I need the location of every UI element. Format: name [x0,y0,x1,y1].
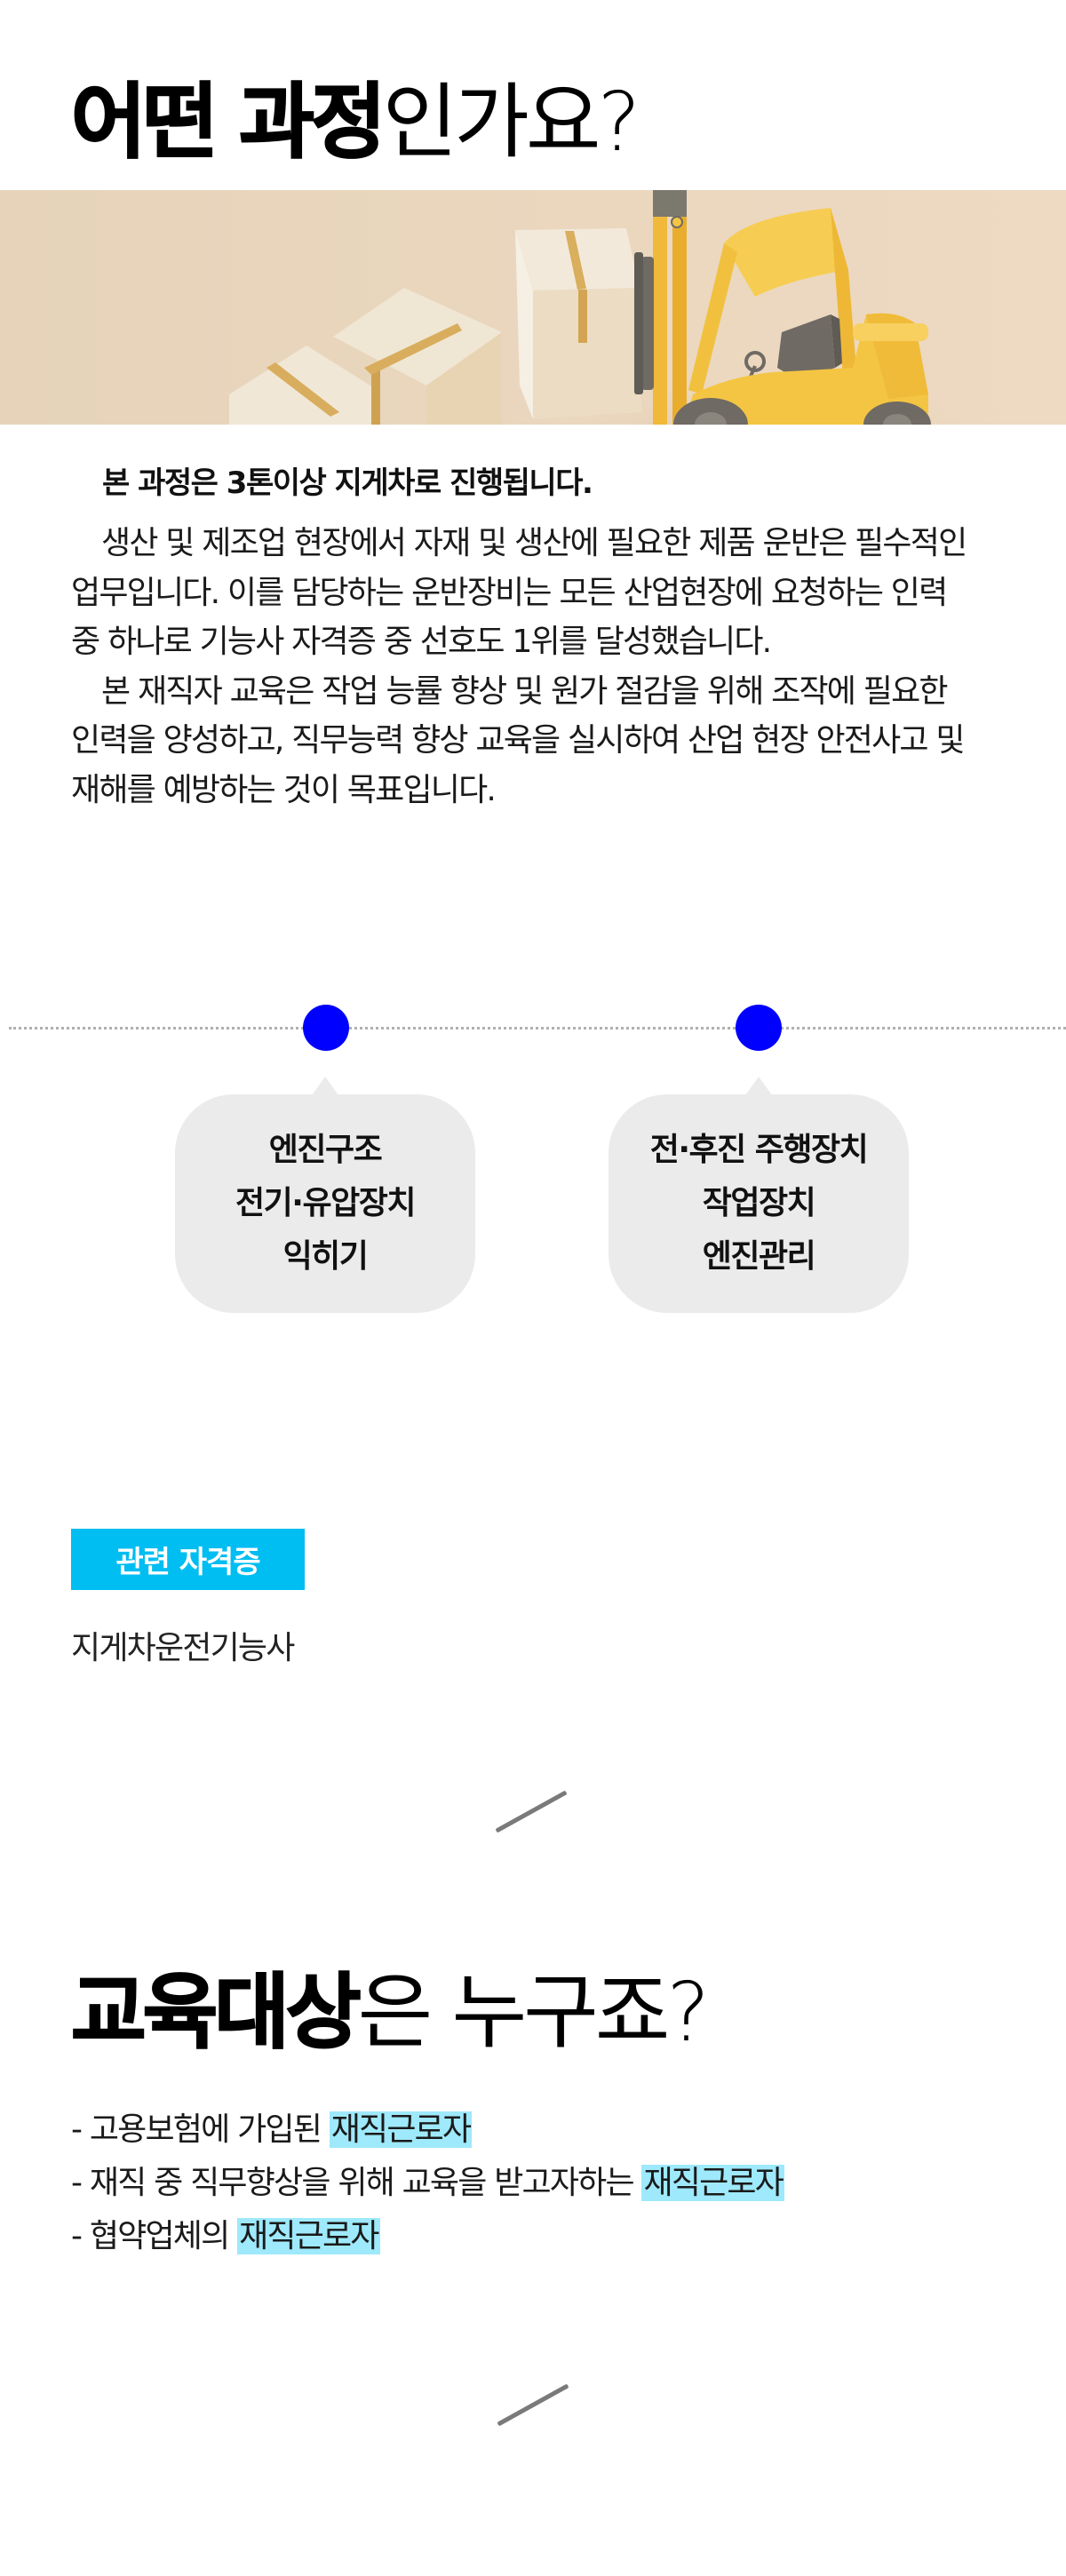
list-item: - 고용보험에 가입된 재직근로자 [71,2107,784,2160]
target-list: - 고용보험에 가입된 재직근로자 - 재직 중 직무향상을 위해 교육을 받고… [71,2107,785,2267]
title-bold-part: 교육대상 [70,1965,362,2060]
bubble-line: 작업장치 [702,1185,816,1221]
list-item: - 재직 중 직무향상을 위해 교육을 받고자하는 재직근로자 [71,2160,785,2214]
bubble-line: 엔진관리 [702,1238,816,1275]
section-title-course: 어떤 과정인가요? [70,81,640,164]
course-description: 생산 및 제조업 현장에서 자재 및 생산에 필요한 제품 운반은 필수적인 업… [71,519,1030,815]
list-item-text: - 고용보험에 가입된 [71,2111,330,2148]
timeline-bubble-2: 전·후진 주행장치 작업장치 엔진관리 [609,1094,909,1313]
title-bold-part: 어떤 과정 [70,75,387,170]
course-lead-text: 본 과정은 3톤이상 지게차로 진행됩니다. [102,465,593,501]
description-line: 업무입니다. 이를 담당하는 운반장비는 모든 산업현장에 요청하는 인력 [71,574,948,611]
timeline-dotted-line [9,1027,1066,1030]
highlighted-keyword: 재직근로자 [641,2165,785,2201]
bubble-line: 익히기 [282,1238,369,1275]
description-line: 재해를 예방하는 것이 목표입니다. [71,771,497,808]
description-line: 중 하나로 기능사 자격증 중 선호도 1위를 달성했습니다. [71,624,772,660]
list-item-text: - 협약업체의 [71,2218,238,2254]
title-light-part: 인가요? [382,75,641,170]
certificate-name: 지게차운전기능사 [71,1630,295,1666]
title-light-part: 은 누구죠? [357,1965,711,2060]
forklift-illustration-icon [229,190,986,425]
timeline-dot-1 [303,1005,349,1051]
description-line: 생산 및 제조업 현장에서 자재 및 생산에 필요한 제품 운반은 필수적인 [101,525,967,561]
timeline-dot-2 [736,1005,782,1051]
description-line: 본 재직자 교육은 작업 능률 향상 및 원가 절감을 위해 조작에 필요한 [101,672,949,710]
list-item: - 협약업체의 재직근로자 [71,2214,784,2267]
bubble-line: 전기·유압장치 [235,1185,416,1221]
bubble-line: 엔진구조 [268,1132,383,1168]
slash-divider-icon [495,1790,568,1833]
list-item-text: - 재직 중 직무향상을 위해 교육을 받고자하는 [71,2165,642,2201]
timeline-bubble-1: 엔진구조 전기·유압장치 익히기 [175,1094,475,1313]
highlighted-keyword: 재직근로자 [237,2218,380,2254]
slash-divider-icon [497,2383,569,2427]
highlighted-keyword: 재직근로자 [329,2111,473,2148]
section-title-target: 교육대상은 누구죠? [70,1971,710,2055]
bubble-line: 전·후진 주행장치 [649,1132,869,1168]
description-line: 인력을 양성하고, 직무능력 향상 교육을 실시하여 산업 현장 안전사고 및 [71,722,966,759]
related-certificate-badge: 관련 자격증 [71,1529,305,1590]
forklift-banner-image [0,190,1066,425]
